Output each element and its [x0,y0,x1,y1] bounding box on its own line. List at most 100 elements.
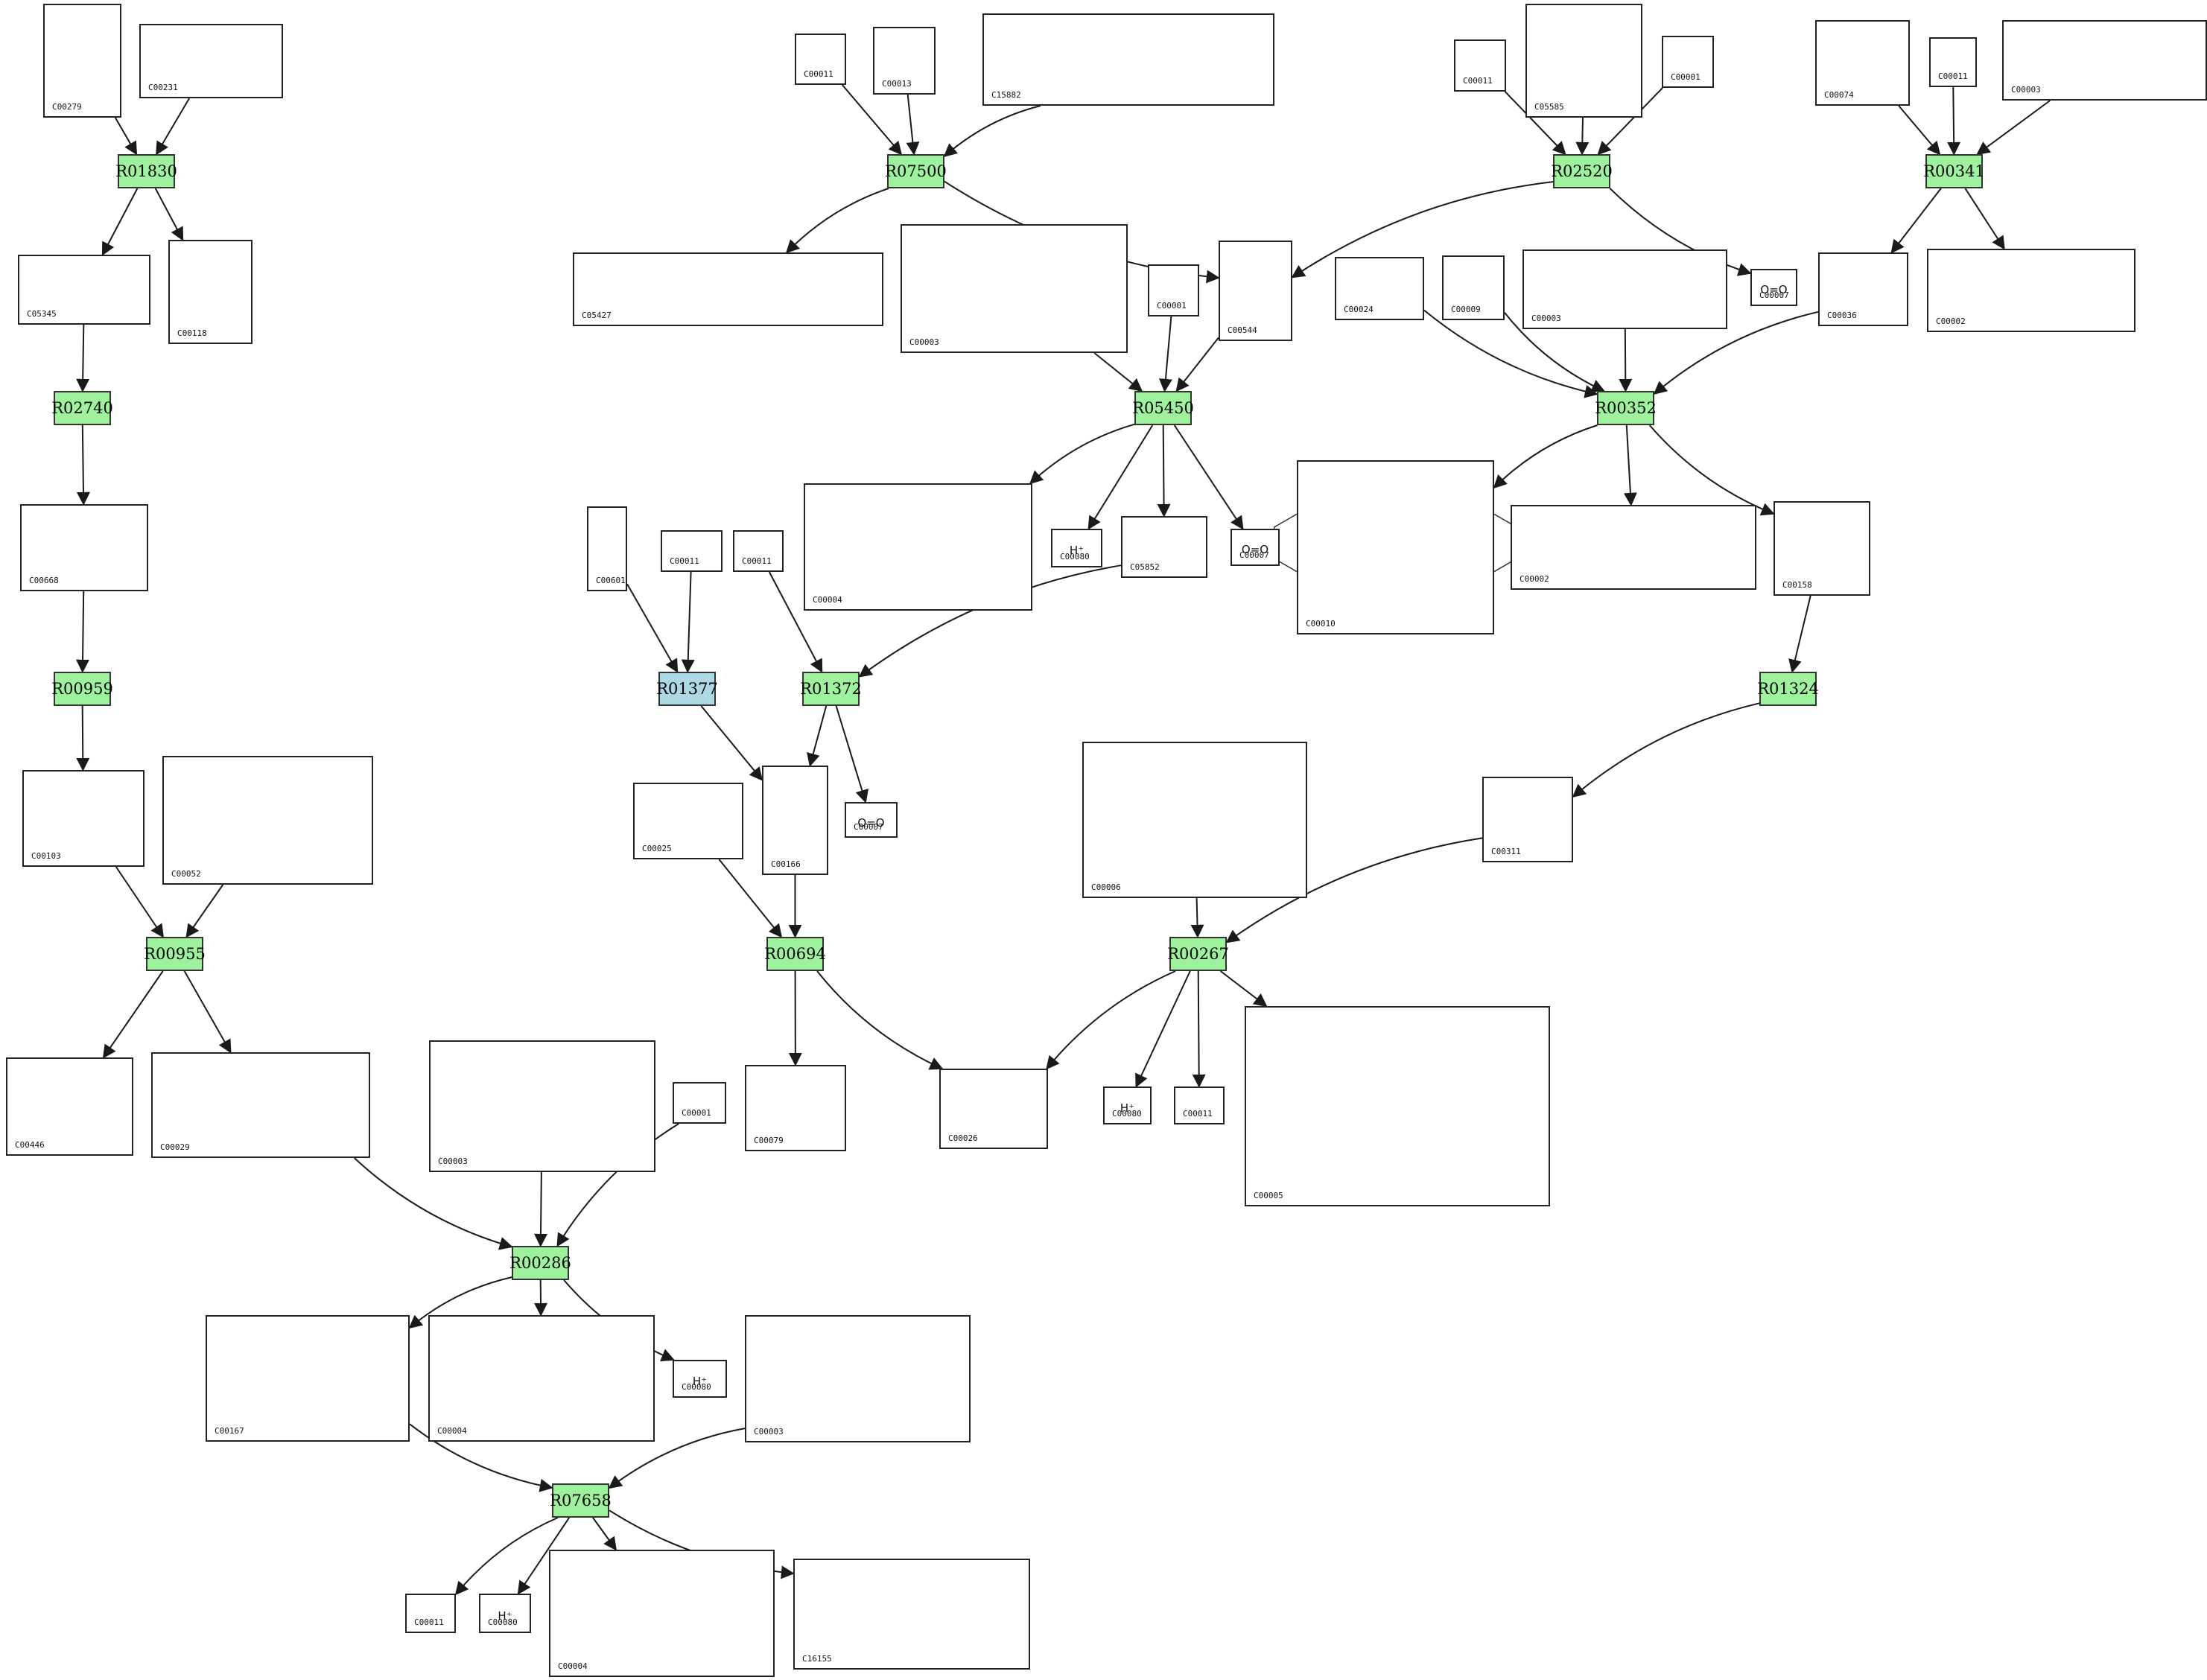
reaction-node-r00694[interactable]: R00694 [764,937,826,971]
compound-box-c00010[interactable]: C00010 [1297,460,1494,634]
compound-box-c00003[interactable]: C00003 [429,1040,655,1172]
compound-box-c00052[interactable]: C00052 [162,756,373,885]
compound-id-label: C00001 [1157,301,1187,311]
compound-box-c16155[interactable]: C16155 [793,1559,1030,1670]
compound-box-c00003[interactable]: C00003 [901,224,1128,353]
compound-box-c00024[interactable]: C00024 [1335,257,1424,320]
compound-box-c00166[interactable]: C00166 [762,766,828,875]
compound-box-c00006[interactable]: C00006 [1082,742,1307,898]
reaction-node-r01324[interactable]: R01324 [1757,672,1819,706]
reaction-node-r02520[interactable]: R02520 [1551,154,1613,188]
compound-box-c00001[interactable]: C00001 [1662,36,1714,88]
compound-box-c00158[interactable]: C00158 [1773,501,1870,596]
compound-box-c00011[interactable]: C00011 [1174,1086,1225,1124]
compound-id-label: C00074 [1824,90,1854,100]
reaction-node-r07500[interactable]: R07500 [885,154,947,188]
reaction-node-r02740[interactable]: R02740 [51,391,113,425]
compound-box-c00011[interactable]: C00011 [1454,39,1506,92]
compound-box-c00026[interactable]: C00026 [939,1069,1048,1149]
reaction-node-r00955[interactable]: R00955 [144,937,206,971]
compound-box-c05852[interactable]: C05852 [1121,516,1207,578]
compound-box-c00003[interactable]: C00003 [745,1315,971,1442]
compound-box-c00080[interactable]: H⁺C00080 [673,1360,727,1398]
compound-id-label: C05585 [1534,102,1564,112]
compound-box-c00544[interactable]: C00544 [1219,241,1292,341]
compound-box-c00005[interactable]: C00005 [1245,1006,1550,1206]
compound-box-c00311[interactable]: C00311 [1482,777,1573,862]
compound-box-c00231[interactable]: C00231 [139,24,283,98]
compound-box-c00668[interactable]: C00668 [20,504,148,591]
edge-arrow [183,970,232,1054]
edge-arrow [1976,100,2051,156]
compound-box-c00002[interactable]: C00002 [1927,249,2135,332]
compound-box-c00002[interactable]: C00002 [1511,505,1756,590]
compound-box-c00011[interactable]: C00011 [733,530,784,572]
edge-arrow [1504,91,1566,156]
compound-box-c00001[interactable]: C00001 [1148,264,1199,316]
reaction-node-r01372[interactable]: R01372 [800,672,862,706]
reaction-node-r01830[interactable]: R01830 [115,154,177,188]
compound-box-c00011[interactable]: C00011 [405,1594,456,1633]
compound-box-c05345[interactable]: C05345 [18,255,150,325]
compound-box-c00011[interactable]: C00011 [795,34,846,85]
compound-box-c00118[interactable]: C00118 [168,240,253,344]
compound-id-label: C00158 [1782,580,1812,590]
compound-id-label: C00601 [596,576,626,585]
compound-box-c00036[interactable]: C00036 [1818,252,1908,326]
reaction-node-r00267[interactable]: R00267 [1167,937,1229,971]
edge-arrow [1609,188,1752,276]
compound-box-c00013[interactable]: C00013 [873,27,936,95]
reaction-node-r01377[interactable]: R01377 [656,672,718,706]
compound-box-c00011[interactable]: C00011 [1929,37,1977,87]
compound-box-c00103[interactable]: C00103 [22,770,145,867]
reaction-node-r07658[interactable]: R07658 [550,1483,612,1518]
compound-box-c00080[interactable]: H⁺C00080 [1051,529,1102,567]
reaction-node-r00341[interactable]: R00341 [1923,154,1985,188]
compound-box-c00003[interactable]: C00003 [2002,20,2207,101]
compound-box-c00001[interactable]: C00001 [673,1082,726,1124]
compound-box-c00080[interactable]: H⁺C00080 [1103,1086,1152,1124]
compound-id-label: C00003 [2011,85,2041,95]
edge-arrow [408,1276,512,1329]
compound-id-label: C05852 [1130,562,1160,572]
edge-arrow [1190,897,1204,938]
compound-box-c00279[interactable]: C00279 [43,4,121,118]
compound-id-label: C00026 [948,1133,978,1143]
compound-box-c15882[interactable]: C15882 [982,13,1274,106]
compound-box-c00004[interactable]: C00004 [549,1550,775,1677]
edge-arrow [700,705,763,781]
edge-arrow [1093,352,1143,392]
compound-box-c00446[interactable]: C00446 [6,1057,133,1156]
reaction-node-r05450[interactable]: R05450 [1132,391,1194,425]
compound-box-c05427[interactable]: C05427 [573,252,883,326]
compound-box-c00004[interactable]: C00004 [804,483,1032,611]
compound-id-label: C00052 [171,869,201,879]
compound-box-c00074[interactable]: C00074 [1815,20,1910,106]
compound-id-label: C00005 [1254,1191,1283,1200]
compound-box-c00029[interactable]: C00029 [151,1052,370,1158]
reaction-node-r00959[interactable]: R00959 [51,672,113,706]
edge-arrow [154,188,184,241]
compound-id-label: C00167 [215,1426,244,1436]
compound-box-c00011[interactable]: C00011 [661,530,723,572]
compound-id-label: C16155 [802,1654,832,1664]
compound-box-c00003[interactable]: C00003 [1522,249,1727,329]
compound-box-c00009[interactable]: C00009 [1442,255,1505,320]
compound-id-label: C00011 [1183,1109,1213,1119]
compound-box-c00167[interactable]: C00167 [206,1315,410,1442]
compound-box-c00080[interactable]: H⁺C00080 [479,1594,531,1633]
compound-box-c05585[interactable]: C05585 [1525,4,1642,118]
compound-box-c00601[interactable]: C00601 [587,506,627,591]
reaction-node-r00352[interactable]: R00352 [1595,391,1657,425]
compound-box-c00079[interactable]: C00079 [745,1065,846,1151]
edge-arrow [626,583,679,673]
compound-box-c00004[interactable]: C00004 [428,1315,655,1442]
compound-id-label: C00004 [558,1661,588,1671]
compound-id-label: C00311 [1491,847,1521,856]
compound-id-label: C00036 [1827,311,1857,320]
reaction-node-r00286[interactable]: R00286 [509,1246,571,1280]
compound-box-c00025[interactable]: C00025 [633,783,743,859]
